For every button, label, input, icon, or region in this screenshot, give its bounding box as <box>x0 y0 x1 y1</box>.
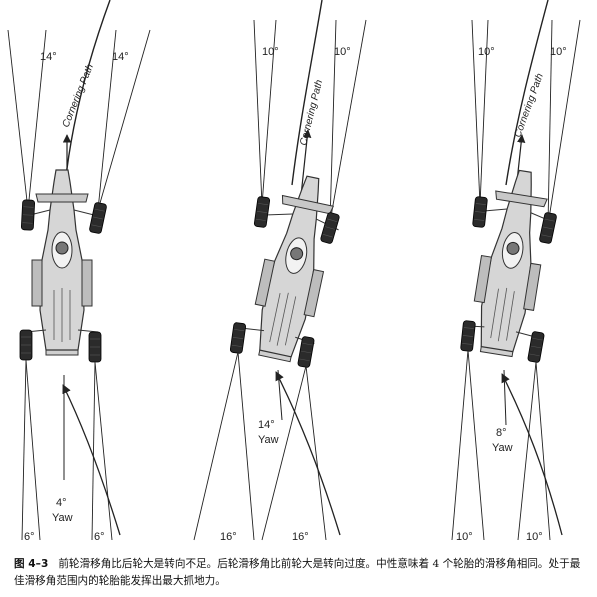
front-slip-line <box>97 29 151 211</box>
rear-slip-line <box>94 361 113 541</box>
rear-slip-line <box>517 361 537 541</box>
rear-slip-line <box>193 351 239 541</box>
cornering-path-line <box>64 0 111 186</box>
yaw-label: Yaw <box>258 434 279 446</box>
cornering-path-label: Cornering Path <box>61 62 97 129</box>
front-slip-line <box>329 19 337 223</box>
rear-angle-label-right: 6° <box>94 531 105 543</box>
yaw-path-arrow <box>501 373 563 536</box>
front-slip-line <box>7 29 29 211</box>
yaw-angle-label: 14° <box>258 419 275 431</box>
caption-text: 前轮滑移角比后轮大是转向不足。后轮滑移角比前轮大是转向过度。中性意味着 4 个轮… <box>14 558 581 587</box>
yaw-angle-label: 8° <box>496 427 507 439</box>
front-slip-line <box>253 19 263 206</box>
rear-slip-line <box>467 349 485 541</box>
yaw-path-arrow <box>62 384 121 536</box>
rear-slip-line <box>237 351 255 541</box>
front-angle-label-right: 10° <box>550 46 567 58</box>
steering-diagram: 14° 14° 6° 6° 4° Yaw Cornering Path 10° … <box>7 0 581 543</box>
front-slip-line <box>471 19 481 206</box>
front-slip-line <box>97 29 117 211</box>
front-angle-label-left: 10° <box>478 46 495 58</box>
front-slip-line <box>547 19 553 226</box>
rear-angle-label-left: 10° <box>456 531 473 543</box>
front-slip-line <box>329 19 367 223</box>
yaw-path-arrow <box>275 371 341 536</box>
yaw-label: Yaw <box>492 442 513 454</box>
rear-slip-line <box>535 361 551 541</box>
rear-slip-line <box>21 359 27 541</box>
front-slip-line <box>479 19 489 206</box>
rear-slip-line <box>305 365 327 541</box>
rear-slip-line <box>261 365 307 541</box>
rear-slip-line <box>451 349 469 541</box>
front-slip-line <box>547 19 581 226</box>
front-slip-line <box>27 29 47 211</box>
rear-slip-line <box>25 359 41 541</box>
front-angle-label-left: 14° <box>40 51 57 63</box>
rear-angle-label-right: 16° <box>292 531 309 543</box>
cornering-path-line <box>505 0 549 186</box>
figure-id: 图 4–3 <box>14 558 49 570</box>
cornering-path-label: Cornering Path <box>512 72 545 139</box>
panel-understeer: 14° 14° 6° 6° 4° Yaw Cornering Path <box>7 0 151 543</box>
front-slip-line <box>261 19 277 206</box>
panel-oversteer: 10° 10° 16° 16° 14° Yaw Cornering Path <box>193 0 367 543</box>
cornering-path-line <box>291 0 323 186</box>
yaw-label: Yaw <box>52 512 73 524</box>
front-angle-label-left: 10° <box>262 46 279 58</box>
yaw-angle-label: 4° <box>56 497 67 509</box>
panel-neutral: 10° 10° 10° 10° 8° Yaw Cornering Path <box>451 0 581 543</box>
rear-slip-line <box>91 361 96 541</box>
rear-angle-label-left: 6° <box>24 531 35 543</box>
front-angle-label-right: 14° <box>112 51 129 63</box>
rear-angle-label-left: 16° <box>220 531 237 543</box>
rear-angle-label-right: 10° <box>526 531 543 543</box>
front-angle-label-right: 10° <box>334 46 351 58</box>
